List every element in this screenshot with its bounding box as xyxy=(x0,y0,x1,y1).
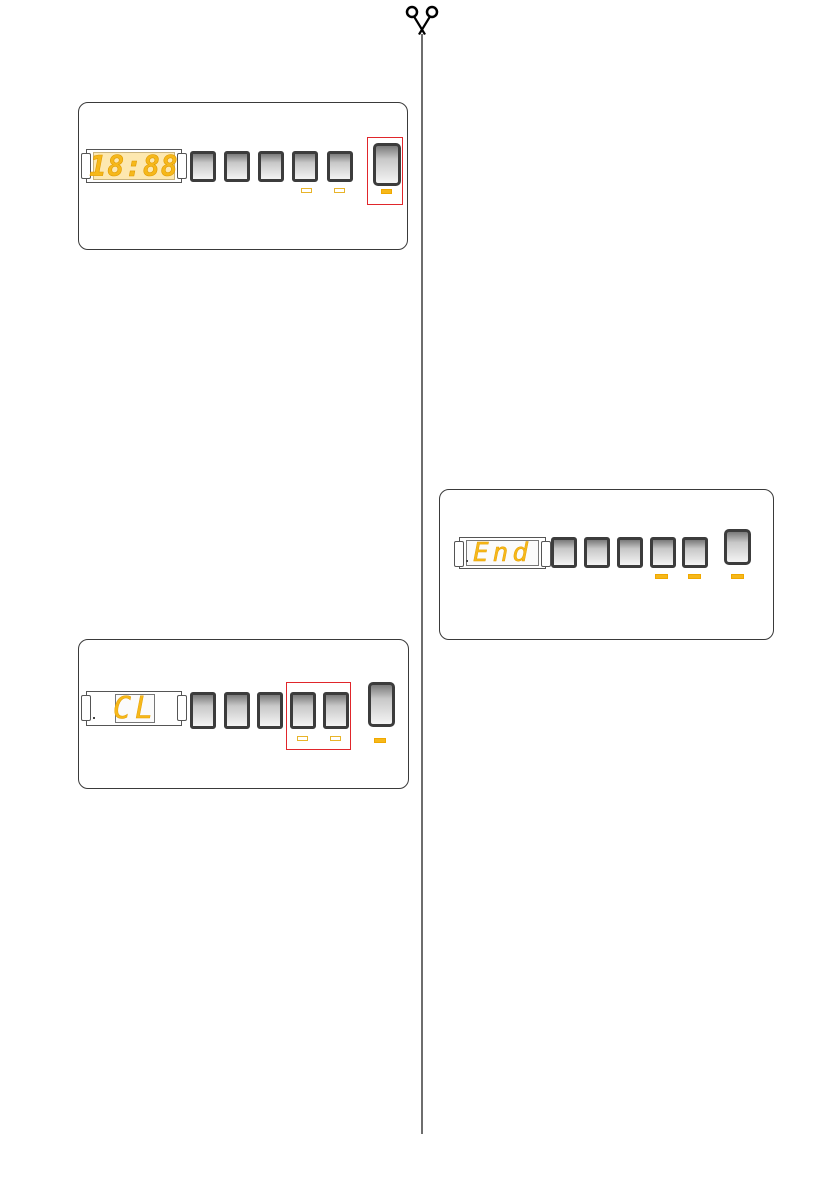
scissors-icon xyxy=(402,4,442,36)
button-1[interactable] xyxy=(551,537,577,568)
led-indicator xyxy=(374,738,386,743)
control-panel-clock: 18:88 xyxy=(78,102,408,250)
display-digits: 18:88 xyxy=(94,153,174,179)
button-3[interactable] xyxy=(617,537,643,568)
highlight-program-button xyxy=(367,137,403,205)
program-button[interactable] xyxy=(724,529,751,565)
display-tab-right xyxy=(541,541,551,567)
display-digits: End xyxy=(467,541,538,565)
highlight-buttons-4-5 xyxy=(286,682,351,750)
button-5[interactable] xyxy=(682,537,708,568)
button-1[interactable] xyxy=(190,692,216,729)
control-panel-end: End xyxy=(439,489,774,640)
button-4[interactable] xyxy=(292,151,318,182)
button-3[interactable] xyxy=(257,692,283,729)
led-indicator xyxy=(301,188,312,193)
display-window: End xyxy=(466,540,539,566)
button-1[interactable] xyxy=(190,151,216,182)
button-3[interactable] xyxy=(258,151,284,182)
display-tab-left xyxy=(81,695,91,721)
display-tab-right xyxy=(177,695,187,721)
display-window: 18:88 xyxy=(93,152,175,180)
button-5[interactable] xyxy=(327,151,353,182)
display-tab-left xyxy=(454,541,464,567)
button-2[interactable] xyxy=(224,692,250,729)
display-dot xyxy=(93,717,95,719)
led-indicator xyxy=(731,574,744,579)
control-panel-cl: CL xyxy=(78,639,409,789)
button-2[interactable] xyxy=(584,537,610,568)
display-digits: CL xyxy=(116,695,154,722)
led-indicator xyxy=(334,188,345,193)
led-indicator xyxy=(655,574,668,579)
led-indicator xyxy=(688,574,701,579)
display-screen: CL xyxy=(86,691,182,726)
display-screen: 18:88 xyxy=(86,149,182,183)
program-button[interactable] xyxy=(368,682,395,727)
button-4[interactable] xyxy=(650,537,676,568)
cut-line xyxy=(421,34,423,1134)
display-dot xyxy=(466,560,468,562)
display-screen: End xyxy=(459,537,546,569)
display-window: CL xyxy=(115,694,155,723)
button-2[interactable] xyxy=(224,151,250,182)
